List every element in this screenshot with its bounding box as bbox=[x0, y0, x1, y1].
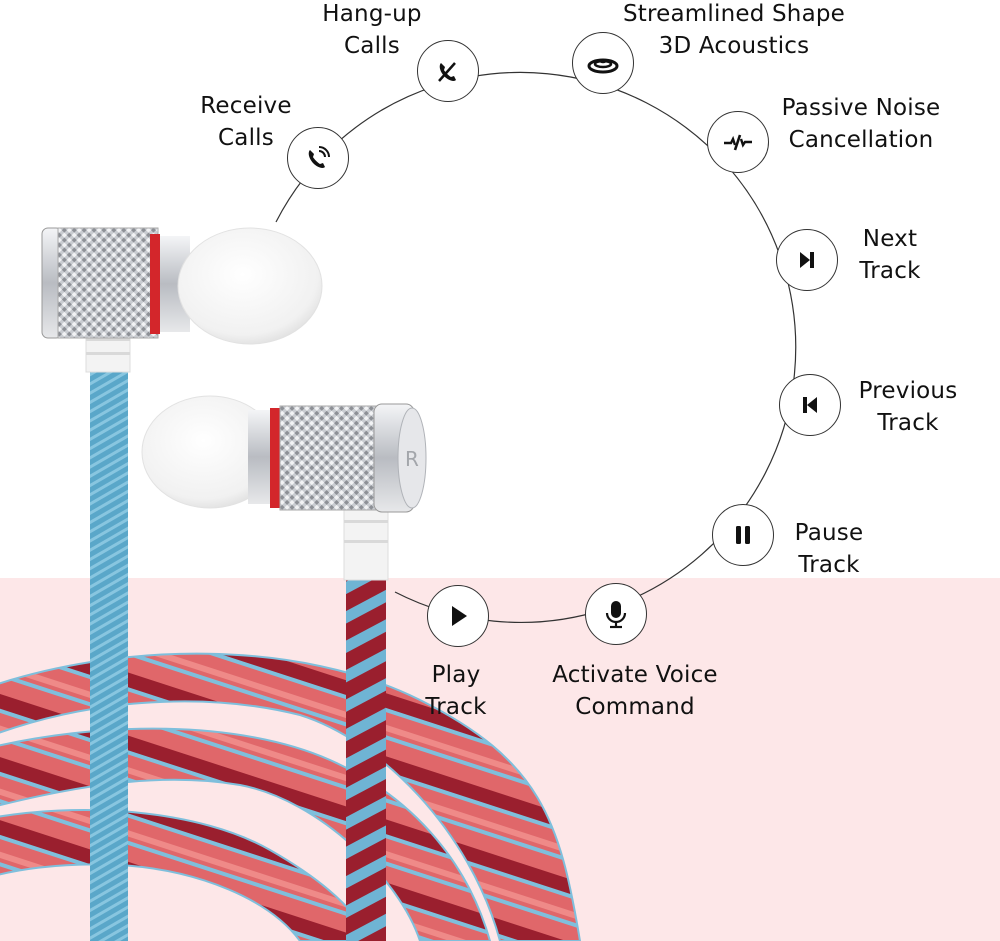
left-earbud bbox=[41, 227, 323, 345]
skip-previous-icon bbox=[803, 397, 817, 413]
next-track-button[interactable] bbox=[776, 229, 838, 291]
sound-rings-icon bbox=[587, 58, 619, 74]
hang-up-calls-button[interactable] bbox=[417, 40, 479, 102]
play-track-button[interactable] bbox=[427, 585, 489, 647]
previous-track-label: Previous Track bbox=[858, 378, 958, 436]
passive-noise-cancellation-button[interactable] bbox=[707, 111, 769, 173]
skip-next-icon bbox=[800, 252, 814, 268]
noise-cancel-icon bbox=[724, 134, 752, 151]
right-earbud: R bbox=[141, 395, 427, 513]
activate-voice-command-button[interactable] bbox=[585, 583, 647, 645]
next-track-label: Next Track bbox=[859, 226, 921, 284]
activate-voice-command-label: Activate Voice Command bbox=[552, 662, 718, 720]
streamlined-shape-label: Streamlined Shape 3D Acoustics bbox=[622, 1, 846, 59]
left-cable bbox=[90, 368, 128, 941]
passive-noise-cancellation-label: Passive Noise Cancellation bbox=[781, 95, 941, 153]
right-strain-relief bbox=[343, 499, 389, 581]
right-cable bbox=[346, 578, 386, 941]
pause-track-button[interactable] bbox=[712, 504, 774, 566]
phone-ringing-icon bbox=[308, 146, 330, 168]
pause-track-label: Pause Track bbox=[794, 520, 864, 578]
right-earbud-marking: R bbox=[405, 447, 419, 471]
phone-hangup-icon bbox=[438, 62, 456, 82]
streamlined-shape-button[interactable] bbox=[572, 32, 634, 94]
pause-icon bbox=[736, 526, 750, 544]
play-icon bbox=[452, 606, 467, 626]
receive-calls-label: Receive Calls bbox=[200, 93, 292, 151]
hang-up-calls-label: Hang-up Calls bbox=[322, 1, 422, 59]
microphone-icon bbox=[605, 601, 627, 629]
play-track-label: Play Track bbox=[425, 662, 487, 720]
receive-calls-button[interactable] bbox=[287, 127, 349, 189]
previous-track-button[interactable] bbox=[779, 374, 841, 436]
